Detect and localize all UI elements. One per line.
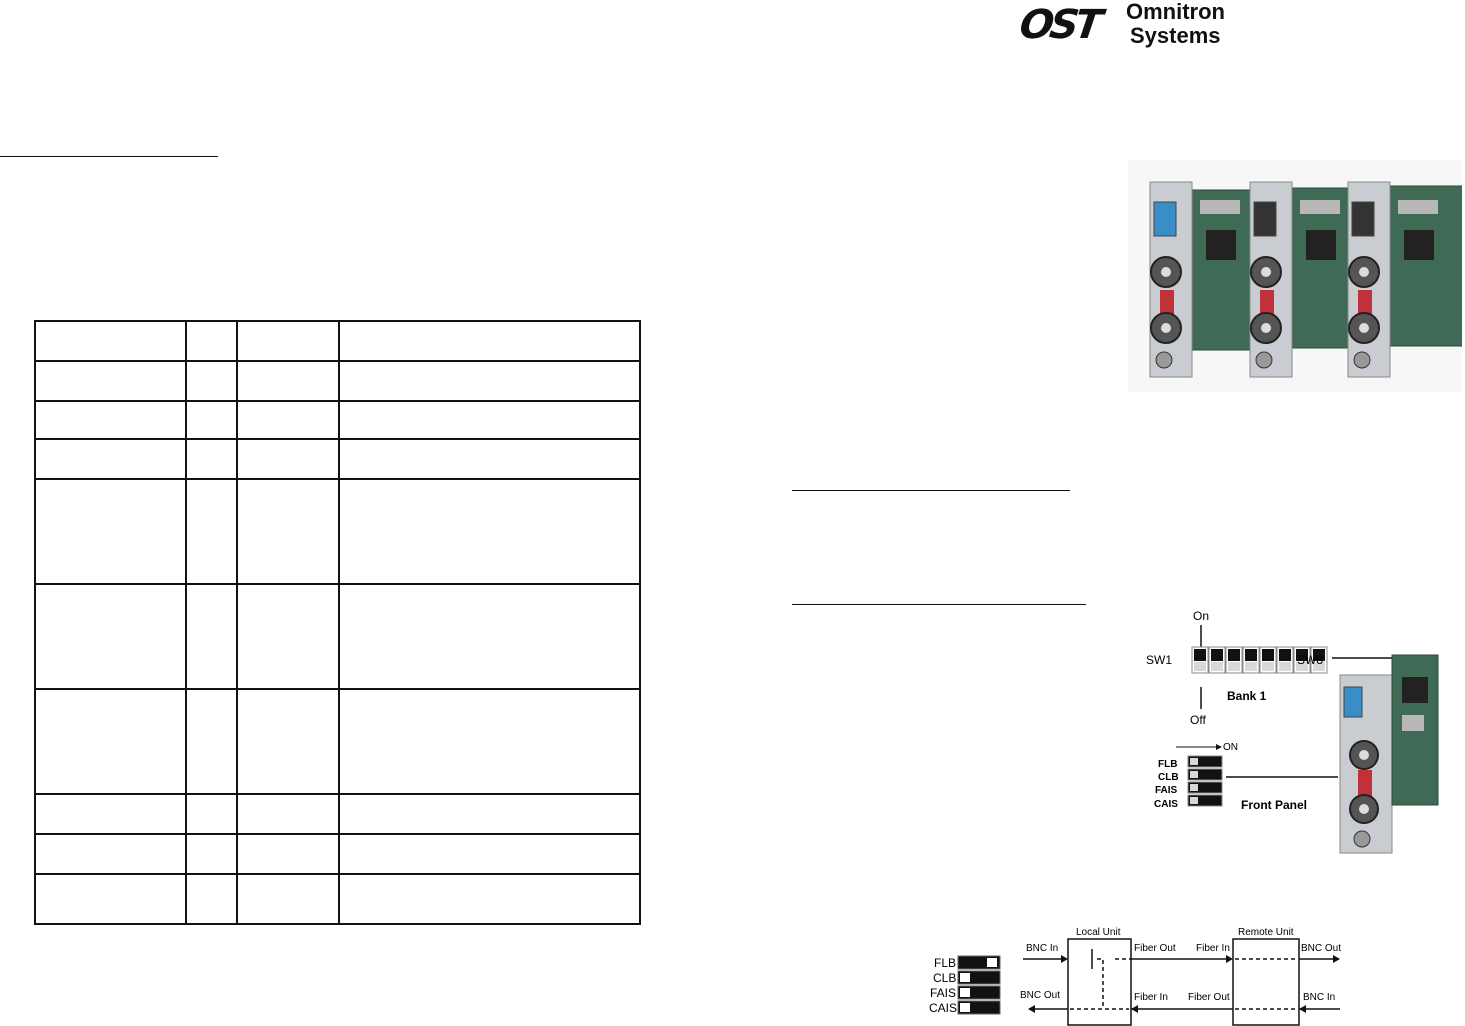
local-unit-label: Local Unit: [1076, 927, 1121, 938]
table-cell: [34, 688, 187, 795]
table-cell: [236, 478, 340, 585]
lb-fais-label: FAIS: [930, 986, 957, 1000]
table-cell: [185, 478, 238, 585]
table-cell: [34, 360, 187, 402]
table-cell: [236, 688, 340, 795]
table-row: [34, 400, 641, 440]
front-switch: [1187, 755, 1223, 768]
table-cell: [34, 320, 187, 362]
specifications-table: [34, 320, 641, 925]
front-cais-label: CAIS: [1154, 799, 1178, 810]
table-cell: [236, 833, 340, 875]
sw8-label: SW8: [1297, 653, 1324, 667]
table-cell: [34, 438, 187, 480]
table-cell: [338, 873, 641, 925]
table-cell: [185, 583, 238, 690]
table-cell: [236, 438, 340, 480]
table-cell: [338, 360, 641, 402]
table-cell: [34, 873, 187, 925]
table-cell: [34, 793, 187, 835]
table-cell: [236, 873, 340, 925]
table-cell: [185, 360, 238, 402]
table-cell: [34, 583, 187, 690]
table-cell: [338, 438, 641, 480]
fiber-in-label: Fiber In: [1134, 992, 1168, 1003]
bnc-out-label: BNC Out: [1020, 990, 1061, 1001]
right-heading-rule-1: [792, 490, 1070, 491]
front-switch: [1187, 768, 1223, 781]
table-row: [34, 478, 641, 585]
remote-fiber-out-label: Fiber Out: [1188, 992, 1230, 1003]
table-cell: [34, 833, 187, 875]
table-row: [34, 688, 641, 795]
fiber-out-label: Fiber Out: [1134, 943, 1176, 954]
loopback-diagram: [957, 938, 1340, 1026]
table-cell: [34, 478, 187, 585]
front-flb-label: FLB: [1158, 759, 1178, 770]
remote-bnc-out-label: BNC Out: [1301, 943, 1342, 954]
on-label: On: [1193, 609, 1210, 623]
table-cell: [185, 320, 238, 362]
sw1-label: SW1: [1146, 653, 1173, 667]
table-cell: [338, 320, 641, 362]
company-name-line1: Omnitron: [1126, 0, 1225, 24]
remote-bnc-in-label: BNC In: [1303, 992, 1336, 1003]
table-row: [34, 833, 641, 875]
lb-cais-label: CAIS: [929, 1001, 958, 1015]
table-cell: [338, 833, 641, 875]
off-label: Off: [1190, 713, 1206, 727]
company-logo: OST Omnitron Systems: [1016, 0, 1250, 52]
table-row: [34, 360, 641, 402]
front-switch: [1187, 781, 1223, 794]
left-heading-rule: [0, 156, 218, 157]
table-row: [34, 320, 641, 362]
table-cell: [185, 688, 238, 795]
table-cell: [185, 400, 238, 440]
table-cell: [185, 873, 238, 925]
table-row: [34, 793, 641, 835]
module-side-view: [1339, 654, 1439, 854]
table-cell: [236, 583, 340, 690]
table-cell: [185, 438, 238, 480]
front-switch: [1187, 794, 1223, 807]
remote-unit-label: Remote Unit: [1238, 927, 1294, 938]
table-cell: [185, 833, 238, 875]
logo-mark: OST: [1016, 2, 1102, 48]
table-cell: [338, 400, 641, 440]
table-cell: [338, 583, 641, 690]
table-cell: [236, 320, 340, 362]
front-fais-label: FAIS: [1155, 785, 1178, 796]
table-cell: [236, 400, 340, 440]
bnc-in-label: BNC In: [1026, 943, 1059, 954]
table-row: [34, 438, 641, 480]
lb-flb-label: FLB: [934, 956, 957, 970]
table-cell: [236, 360, 340, 402]
table-row: [34, 873, 641, 925]
remote-fiber-in-label: Fiber In: [1196, 943, 1230, 954]
table-cell: [338, 688, 641, 795]
lb-clb-label: CLB: [933, 971, 957, 985]
table-cell: [338, 793, 641, 835]
table-cell: [236, 793, 340, 835]
table-cell: [185, 793, 238, 835]
front-on-label: ON: [1223, 742, 1238, 753]
right-heading-rule-2: [792, 604, 1086, 605]
product-photo: [1128, 160, 1462, 392]
table-row: [34, 583, 641, 690]
bank-label: Bank 1: [1227, 689, 1267, 703]
table-cell: [338, 478, 641, 585]
table-cell: [34, 400, 187, 440]
front-panel-label: Front Panel: [1241, 798, 1308, 812]
front-clb-label: CLB: [1158, 772, 1179, 783]
dip-switch-diagram: [1176, 625, 1439, 854]
company-name-line2: Systems: [1130, 23, 1221, 48]
